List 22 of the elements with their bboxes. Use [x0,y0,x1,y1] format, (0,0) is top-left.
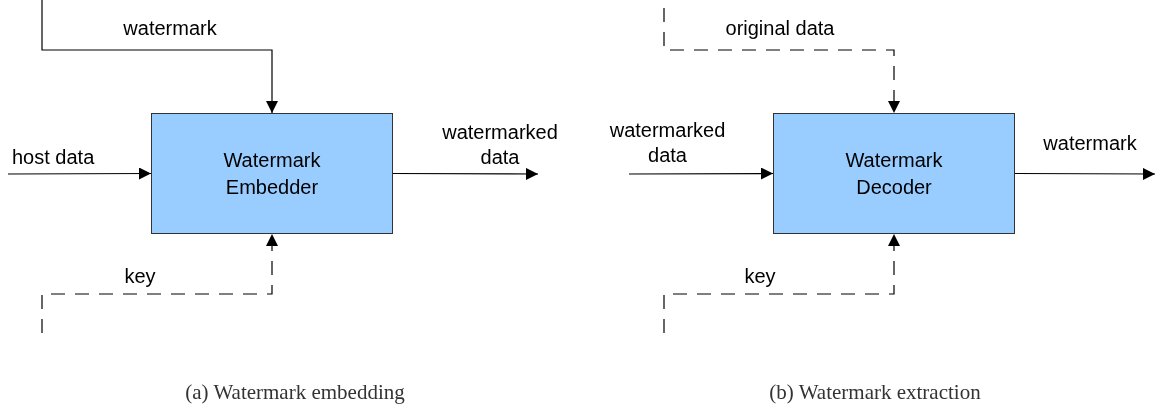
process-box [773,113,1015,234]
arrow [41,0,278,114]
edge-label: watermarked data [441,120,559,170]
arrow [1014,167,1156,180]
edge-label: key [743,264,777,289]
arrow [392,167,539,180]
edge-label: watermark [122,16,218,41]
box-label: Watermark Embedder [222,147,322,200]
edge-label: original data [724,16,836,41]
edge-label: watermark [1042,131,1138,156]
figure-caption: (b) Watermark extraction [768,379,982,406]
process-box [151,113,393,234]
figure-caption: (a) Watermark embedding [184,379,406,406]
edge-label: key [123,264,157,289]
box-label: Watermark Decoder [844,147,944,200]
edge-label: host data [12,145,96,170]
dashed-arrow [41,233,278,334]
arrow [628,167,774,180]
dashed-arrow [663,233,900,334]
dashed-arrow [663,7,900,114]
arrow [7,167,152,180]
edge-label: watermarked data [608,118,727,168]
